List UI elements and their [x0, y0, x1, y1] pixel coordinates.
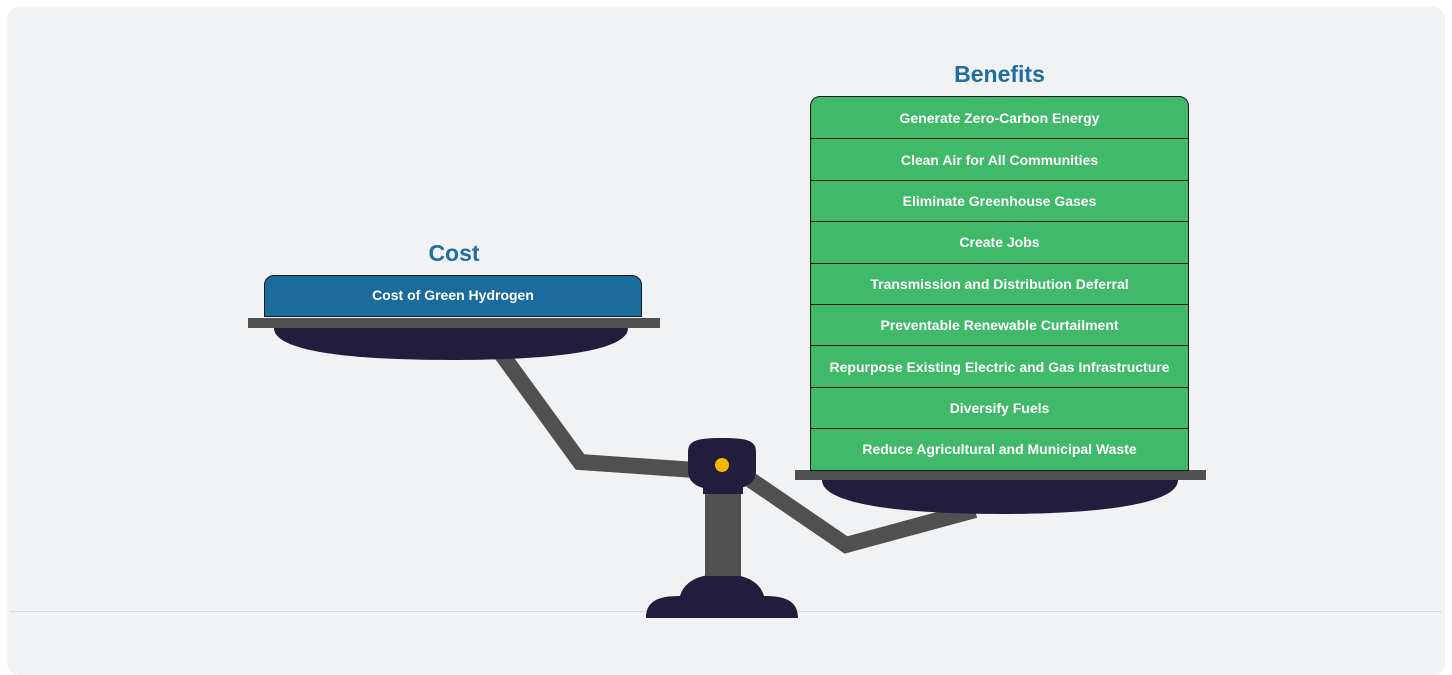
cost-title: Cost	[428, 240, 480, 266]
benefit-item: Reduce Agricultural and Municipal Waste	[811, 428, 1188, 469]
benefits-stack: Generate Zero-Carbon Energy Clean Air fo…	[810, 96, 1189, 471]
right-pan-plate	[795, 470, 1206, 480]
left-pan-plate	[248, 318, 660, 328]
benefit-item: Clean Air for All Communities	[811, 138, 1188, 179]
left-pan-bowl	[274, 328, 628, 360]
benefit-item: Diversify Fuels	[811, 386, 1188, 428]
pivot-dot	[715, 458, 729, 472]
benefit-item: Eliminate Greenhouse Gases	[811, 179, 1188, 221]
benefit-item: Create Jobs	[811, 221, 1188, 262]
left-arm	[493, 347, 696, 478]
right-pan-bowl	[822, 480, 1178, 514]
scale-column	[705, 490, 741, 576]
benefit-item: Repurpose Existing Electric and Gas Infr…	[811, 345, 1188, 386]
benefits-title: Benefits	[954, 61, 1045, 87]
benefit-item: Preventable Renewable Curtailment	[811, 303, 1188, 345]
benefit-item: Transmission and Distribution Deferral	[811, 262, 1188, 304]
right-arm	[740, 469, 978, 554]
cost-item: Cost of Green Hydrogen	[264, 275, 642, 317]
scale-base	[646, 574, 798, 618]
benefit-item: Generate Zero-Carbon Energy	[899, 109, 1100, 126]
